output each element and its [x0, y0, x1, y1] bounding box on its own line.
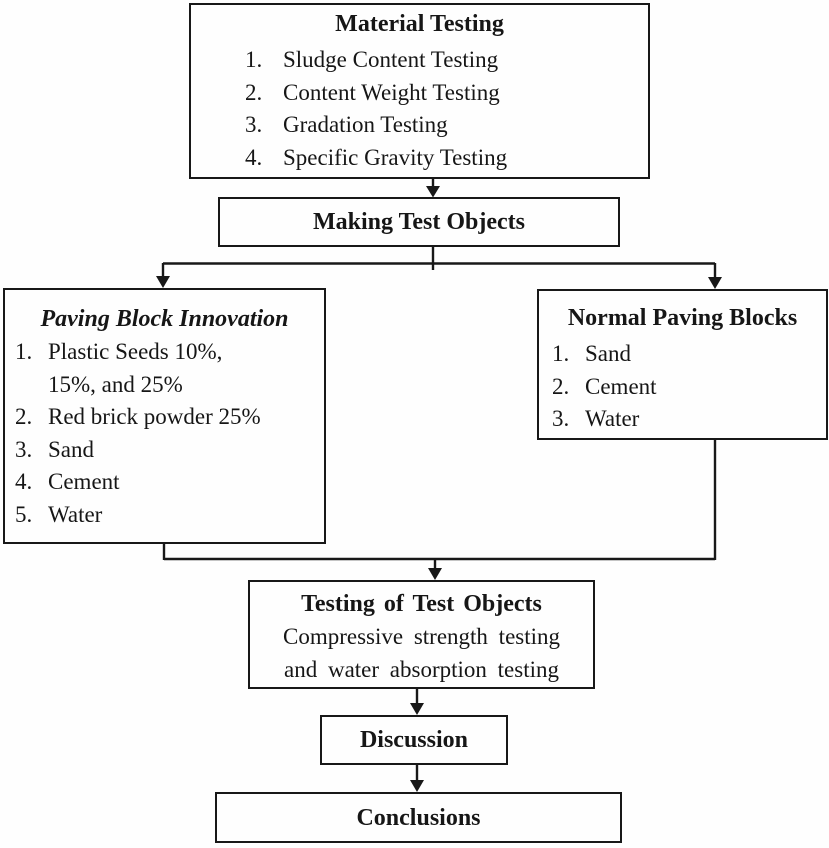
- node-normal-paving-blocks: Normal Paving Blocks 1. Sand 2. Cement 3…: [537, 289, 828, 440]
- node-testing-of-test-objects: Testing of Test Objects Compressive stre…: [248, 580, 595, 689]
- node-title: Discussion: [359, 727, 469, 753]
- list-item-text: Water: [48, 501, 103, 527]
- list-item-number: 1.: [245, 47, 263, 72]
- arrow-down-icon: [156, 276, 170, 288]
- node-title: Material Testing: [335, 11, 504, 37]
- list-item-text: Red brick powder 25%: [48, 404, 261, 429]
- node-body-text: Compressive strength testing and water a…: [282, 624, 561, 682]
- list-item-text: Gradation Testing: [283, 112, 448, 137]
- list-item-text: Content Weight Testing: [283, 79, 500, 105]
- node-title: Conclusions: [356, 804, 481, 831]
- node-title: Paving Block Innovation: [40, 306, 289, 332]
- list-item-number: 2.: [552, 373, 570, 399]
- node-making-test-objects: Making Test Objects: [218, 197, 620, 247]
- list-item-text: Sand: [585, 341, 631, 366]
- list-item-number: 3.: [15, 436, 33, 462]
- list-item-number: 1.: [15, 339, 33, 364]
- arrow-down-icon: [426, 186, 440, 198]
- list-item: 3. Water: [552, 403, 826, 436]
- arrow-down-icon: [708, 277, 722, 289]
- list-item-number: 5.: [15, 501, 33, 527]
- list-item-text: Sand: [48, 436, 94, 462]
- paving-block-innovation-list: 1. Plastic Seeds 10%, 15%, and 25% 2. Re…: [5, 336, 324, 531]
- list-item-text: Water: [585, 406, 640, 431]
- list-item: 1. Plastic Seeds 10%, 15%, and 25%: [15, 336, 324, 401]
- arrow-down-icon: [428, 568, 442, 580]
- list-item: 1. Sand: [552, 338, 826, 371]
- list-item-number: 2.: [15, 404, 33, 429]
- list-item-number: 4.: [15, 469, 33, 494]
- list-item-number: 3.: [245, 112, 263, 137]
- node-title: Normal Paving Blocks: [567, 305, 798, 331]
- arrow-down-icon: [410, 703, 424, 715]
- list-item: 2. Red brick powder 25%: [15, 401, 324, 434]
- list-item-text: Cement: [48, 469, 120, 494]
- list-item-text: Plastic Seeds 10%, 15%, and 25%: [48, 339, 223, 397]
- list-item: 2. Content Weight Testing: [245, 77, 648, 110]
- node-paving-block-innovation: Paving Block Innovation 1. Plastic Seeds…: [3, 288, 326, 544]
- material-testing-list: 1. Sludge Content Testing 2. Content Wei…: [191, 44, 648, 174]
- list-item-number: 2.: [245, 79, 263, 105]
- list-item-number: 1.: [552, 341, 570, 366]
- node-conclusions: Conclusions: [215, 792, 622, 843]
- list-item: 3. Sand: [15, 434, 324, 467]
- list-item: 1. Sludge Content Testing: [245, 44, 648, 77]
- list-item: 4. Specific Gravity Testing: [245, 142, 648, 175]
- list-item-text: Cement: [585, 373, 657, 399]
- node-title: Testing of Test Objects: [301, 591, 542, 617]
- arrow-down-icon: [410, 780, 424, 792]
- list-item-number: 4.: [245, 144, 263, 170]
- list-item: 3. Gradation Testing: [245, 109, 648, 142]
- list-item-text: Specific Gravity Testing: [283, 144, 508, 170]
- node-material-testing: Material Testing 1. Sludge Content Testi…: [189, 3, 650, 179]
- node-title: Making Test Objects: [312, 209, 525, 235]
- list-item: 5. Water: [15, 499, 324, 532]
- list-item: 2. Cement: [552, 371, 826, 404]
- normal-paving-blocks-list: 1. Sand 2. Cement 3. Water: [539, 338, 826, 436]
- list-item-text: Sludge Content Testing: [283, 47, 499, 72]
- node-discussion: Discussion: [320, 715, 508, 765]
- list-item-number: 3.: [552, 406, 570, 431]
- list-item: 4. Cement: [15, 466, 324, 499]
